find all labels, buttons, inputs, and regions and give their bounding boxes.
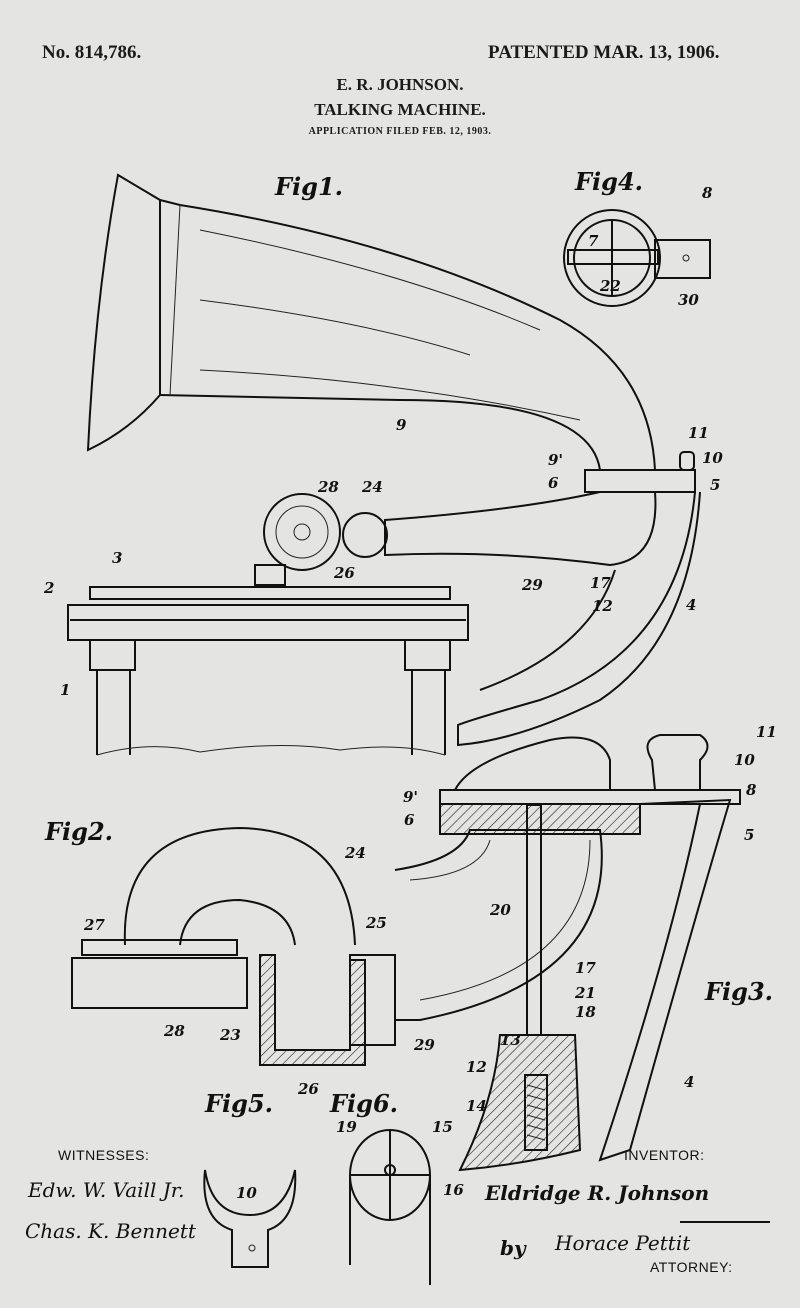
- label: 26: [333, 564, 355, 582]
- label: 21: [574, 984, 596, 1002]
- attorney-signature: Horace Pettit: [554, 1231, 691, 1255]
- witness-signature-1: Edw. W. Vaill Jr.: [27, 1178, 184, 1202]
- label: 5: [744, 826, 754, 844]
- fig5-title: Fig5.: [204, 1089, 273, 1118]
- label: 6: [404, 811, 415, 829]
- inventor-header: E. R. JOHNSON.: [336, 75, 464, 94]
- fig1-drawing: [67, 173, 701, 756]
- label: 29: [413, 1036, 435, 1054]
- label: 23: [219, 1026, 241, 1044]
- horn-bell: [86, 173, 161, 452]
- label: 24: [361, 478, 383, 496]
- label: 28: [317, 478, 339, 496]
- label: 4: [686, 596, 696, 614]
- label: 9': [403, 788, 418, 806]
- label: 10: [236, 1184, 257, 1202]
- label: 9': [548, 451, 563, 469]
- label: 10: [734, 751, 755, 769]
- fig6-title: Fig6.: [329, 1089, 398, 1118]
- patent-date: PATENTED MAR. 13, 1906.: [488, 42, 720, 63]
- label: 12: [466, 1058, 487, 1076]
- label: 18: [575, 1003, 596, 1021]
- label: 7: [588, 232, 599, 250]
- inventor-label: INVENTOR:: [624, 1147, 704, 1163]
- fig4-title: Fig4.: [574, 167, 643, 196]
- label: 10: [702, 449, 723, 467]
- signatures: WITNESSES: Edw. W. Vaill Jr. Chas. K. Be…: [25, 1147, 770, 1275]
- collar: [584, 469, 696, 493]
- label: 30: [678, 291, 699, 309]
- fig4-drawing: Fig4. 7 22 8 30: [563, 167, 713, 309]
- label: 25: [365, 914, 387, 932]
- label: 11: [688, 424, 709, 442]
- label: 28: [163, 1022, 185, 1040]
- label: 5: [710, 476, 720, 494]
- label: 1: [60, 681, 70, 699]
- tone-arm: [384, 491, 657, 567]
- fig1-labels: Fig1. 1 2 3 28 24 26 9 9' 6 11 10 5 29 1…: [43, 172, 723, 699]
- patent-number: No. 814,786.: [42, 42, 142, 63]
- label: 17: [590, 574, 611, 592]
- filing-date: APPLICATION FILED FEB. 12, 1903.: [308, 126, 492, 137]
- label: 17: [575, 959, 596, 977]
- label: 22: [599, 277, 621, 295]
- label: 19: [336, 1118, 357, 1136]
- label: 16: [443, 1181, 464, 1199]
- sound-box: [263, 493, 341, 571]
- fig6-drawing: Fig6. 19 15 16: [329, 1089, 464, 1285]
- fig3-title: Fig3.: [704, 977, 773, 1006]
- label: 29: [521, 576, 543, 594]
- by-text: by: [500, 1236, 527, 1260]
- label: 12: [592, 597, 613, 615]
- label: 26: [297, 1080, 319, 1098]
- label: 4: [684, 1073, 694, 1091]
- label: 15: [432, 1118, 453, 1136]
- fig1-title: Fig1.: [274, 172, 343, 201]
- fig2-drawing: Fig2. 24 25 27 28 23 26 29: [44, 817, 435, 1098]
- witnesses-label: WITNESSES:: [58, 1147, 149, 1163]
- label: 24: [344, 844, 366, 862]
- attorney-label: ATTORNEY:: [650, 1259, 733, 1275]
- label: 11: [756, 723, 777, 741]
- label: 6: [548, 474, 559, 492]
- label: 13: [500, 1031, 521, 1049]
- label: 20: [489, 901, 511, 919]
- patent-title: TALKING MACHINE.: [314, 100, 486, 119]
- fig2-title: Fig2.: [44, 817, 113, 846]
- inventor-signature: Eldridge R. Johnson: [484, 1181, 709, 1205]
- label: 8: [702, 184, 713, 202]
- label: 3: [112, 549, 122, 567]
- label: 8: [746, 781, 757, 799]
- label: 14: [466, 1097, 487, 1115]
- label: 2: [43, 579, 54, 597]
- label: 9: [396, 416, 407, 434]
- witness-signature-2: Chas. K. Bennett: [25, 1219, 197, 1243]
- fig3-drawing: Fig3. 11 10 8 9' 6 5 20 17 21 18 13 12 1…: [394, 723, 777, 1172]
- fig5-drawing: Fig5. 10: [203, 1089, 297, 1268]
- label: 27: [83, 916, 105, 934]
